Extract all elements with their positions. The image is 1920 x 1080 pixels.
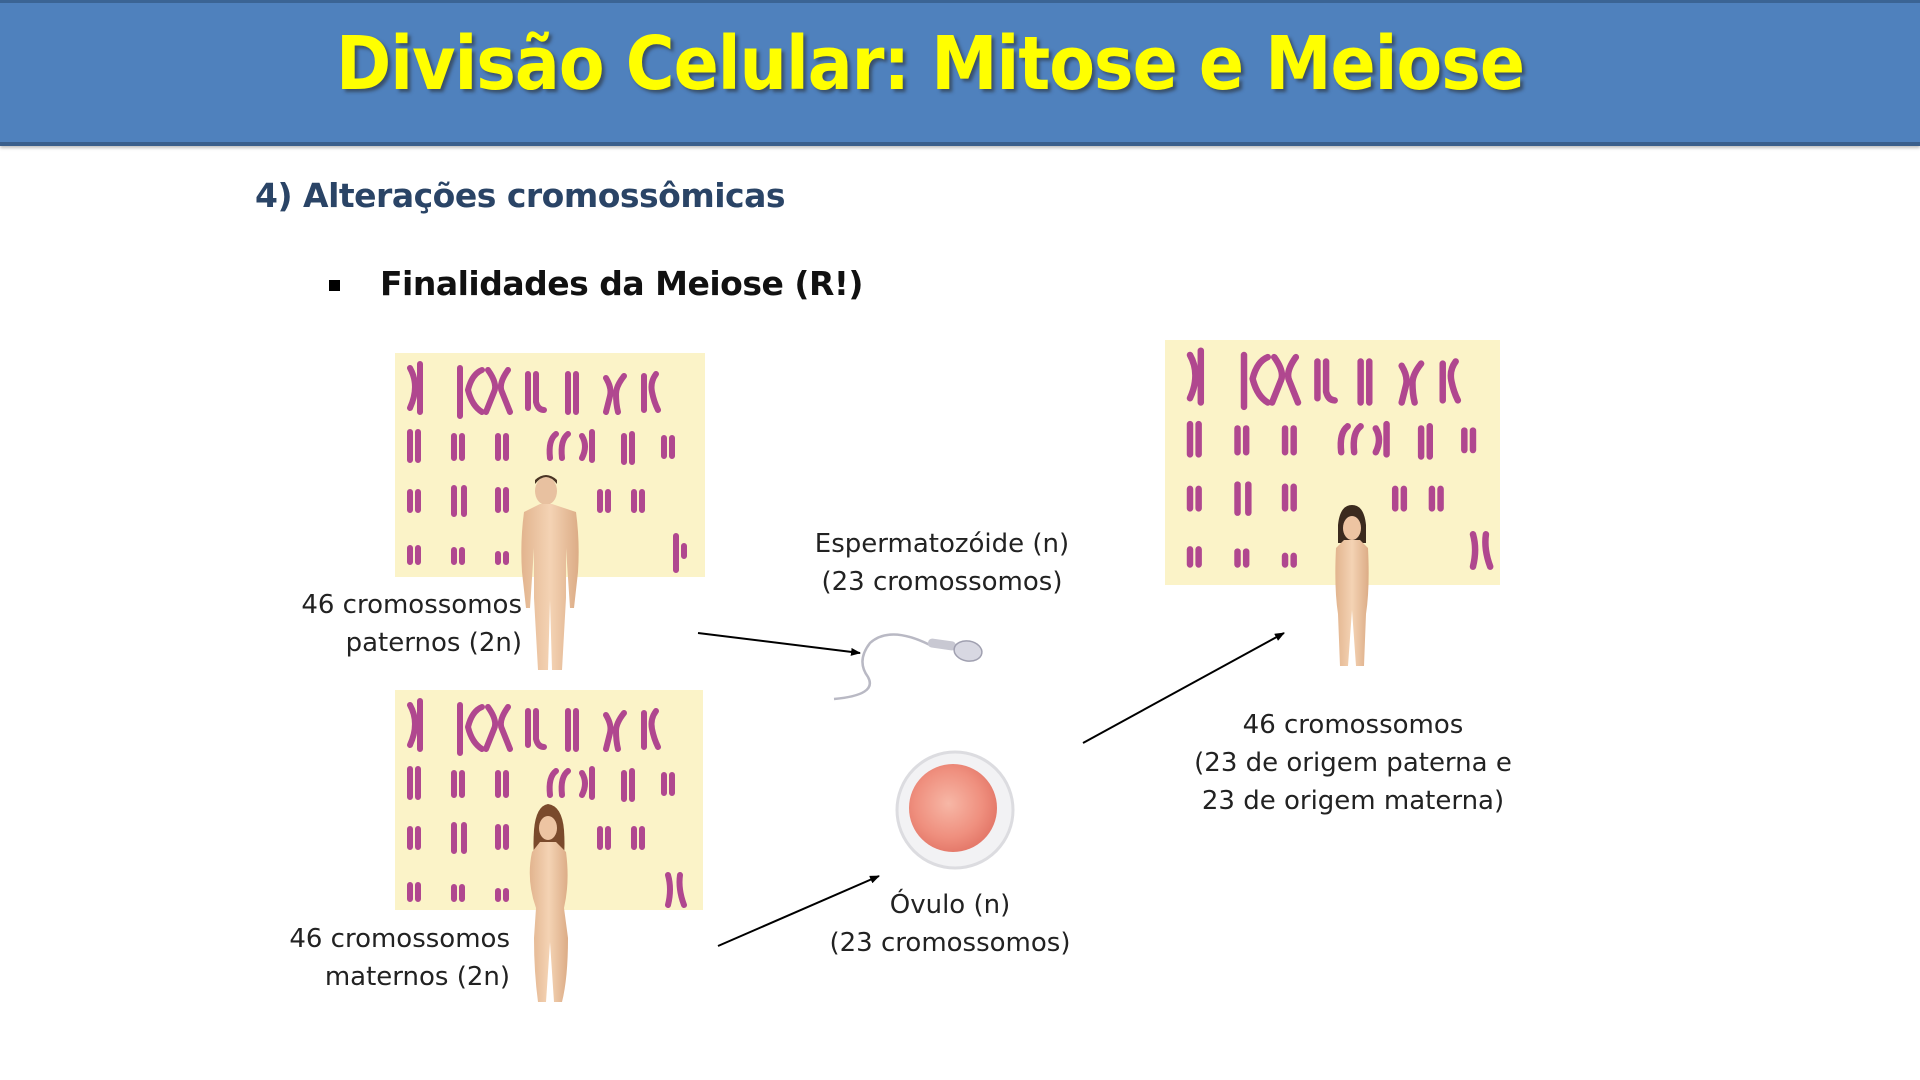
- sperm-label-line2: (23 cromossomos): [821, 567, 1063, 597]
- father-label-line2: paternos (2n): [345, 628, 522, 658]
- section-heading: 4) Alterações cromossômicas: [255, 176, 786, 215]
- child-chromosomes: [1190, 351, 1494, 570]
- egg-label-line1: Óvulo (n): [889, 890, 1011, 920]
- mother-chromosomes: [410, 701, 687, 908]
- child-label-line2: (23 de origem paterna e: [1194, 748, 1512, 778]
- egg-label: Óvulo (n) (23 cromossomos): [800, 886, 1100, 962]
- father-label-line1: 46 cromossomos: [301, 590, 522, 620]
- child-figure-icon: [1335, 505, 1369, 666]
- sperm-label: Espermatozóide (n) (23 cromossomos): [792, 525, 1092, 601]
- arrow-gametes-to-child: [1082, 632, 1285, 744]
- bullet-square-icon: [329, 280, 340, 291]
- mother-label: 46 cromossomos maternos (2n): [210, 920, 510, 996]
- sperm-label-line1: Espermatozóide (n): [814, 529, 1070, 559]
- father-chromosomes: [410, 364, 687, 573]
- father-label: 46 cromossomos paternos (2n): [222, 586, 522, 662]
- mother-label-line1: 46 cromossomos: [289, 924, 510, 954]
- female-figure-icon: [529, 804, 568, 1002]
- egg-cell-icon: [895, 750, 1015, 870]
- arrow-mother-to-egg: [717, 875, 880, 947]
- child-label: 46 cromossomos (23 de origem paterna e 2…: [1178, 706, 1528, 820]
- sperm-cell-icon: [833, 633, 983, 701]
- slide-title: Divisão Celular: Mitose e Meiose: [335, 21, 1525, 107]
- child-label-line1: 46 cromossomos: [1242, 710, 1464, 740]
- arrow-father-to-sperm: [697, 632, 861, 656]
- title-bar: Divisão Celular: Mitose e Meiose: [0, 0, 1920, 146]
- child-label-line3: 23 de origem materna): [1201, 786, 1505, 816]
- bullet-text: Finalidades da Meiose (R!): [380, 264, 863, 303]
- male-figure-icon: [521, 475, 579, 670]
- egg-label-line2: (23 cromossomos): [829, 928, 1071, 958]
- mother-label-line2: maternos (2n): [324, 962, 510, 992]
